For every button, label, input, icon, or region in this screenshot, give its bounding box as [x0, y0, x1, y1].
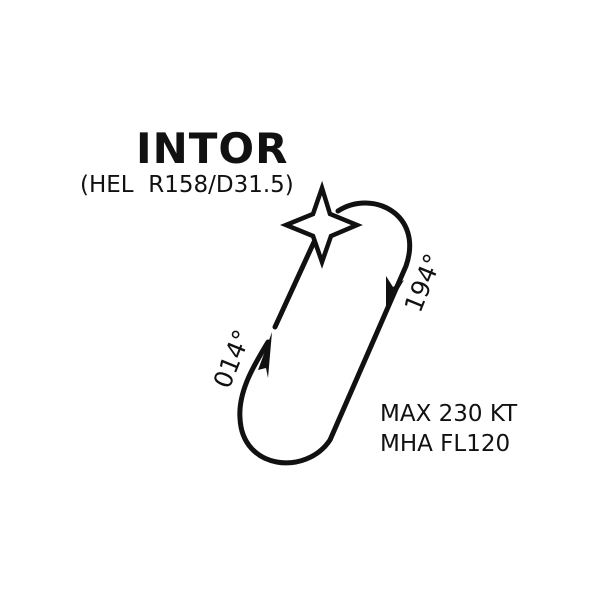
fix-reference: (HEL R158/D31.5) [80, 172, 294, 198]
waypoint-star-icon [280, 180, 363, 269]
holding-limits: MAX 230 KT MHA FL120 [380, 399, 517, 459]
outbound-arrow-icon [386, 276, 404, 310]
fix-name: INTOR [136, 124, 289, 173]
speed-limit: MAX 230 KT [380, 401, 518, 427]
min-holding-altitude: MHA FL120 [380, 431, 511, 457]
inbound-arrow-icon [258, 332, 272, 378]
inbound-course-label: 014° [208, 326, 257, 393]
holding-racetrack [237, 200, 413, 466]
